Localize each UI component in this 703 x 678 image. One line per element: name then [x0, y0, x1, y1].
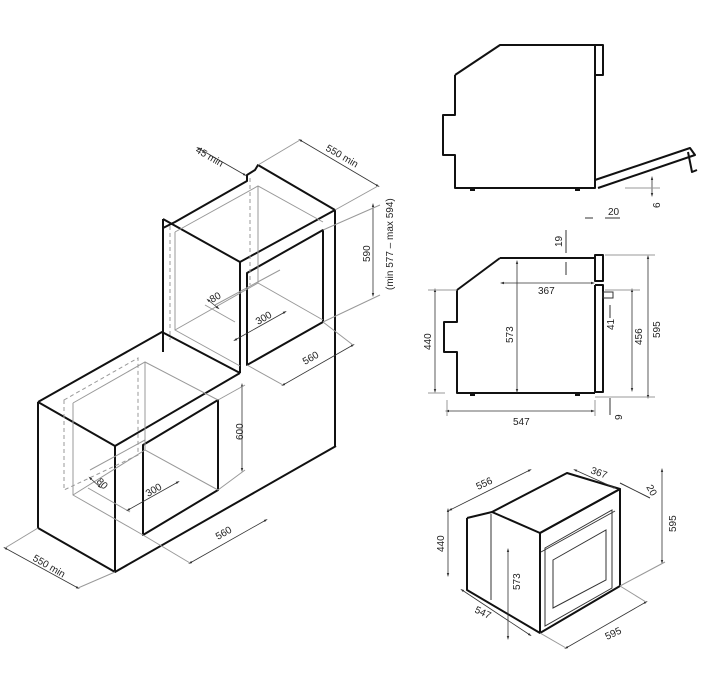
label-590: 590 — [362, 245, 373, 262]
label-573-iso: 573 — [512, 573, 523, 590]
label-440-iso: 440 — [436, 535, 447, 552]
label-456: 456 — [634, 328, 645, 345]
under-cabinet-drawing: 600 80 300 560 550 min — [3, 331, 337, 589]
label-595-iso-width: 595 — [604, 626, 624, 643]
tall-cabinet-drawing: 45 min 550 min 590 (min 577 – max 594) 8… — [162, 138, 396, 446]
label-440-side: 440 — [423, 333, 434, 350]
label-20-iso: 20 — [643, 483, 658, 499]
side-view-dimensions: 20 19 367 573 440 41 456 595 547 9 — [423, 207, 663, 428]
label-45-min: 45 min — [194, 145, 225, 170]
label-595-side: 595 — [652, 321, 663, 338]
label-300-lower: 300 — [144, 482, 164, 500]
label-547-iso: 547 — [473, 605, 493, 622]
label-550-min-lower: 550 min — [31, 553, 67, 580]
label-20-side: 20 — [608, 207, 620, 218]
side-view-open-door: 6 — [442, 44, 698, 208]
label-556: 556 — [475, 476, 495, 493]
label-80-upper: 80 — [208, 290, 224, 305]
label-80-lower: 80 — [94, 476, 110, 492]
label-6: 6 — [652, 202, 663, 208]
label-600: 600 — [235, 423, 246, 440]
label-367-iso: 367 — [589, 465, 609, 481]
label-9: 9 — [614, 414, 625, 420]
label-595-iso-height: 595 — [668, 515, 679, 532]
label-19: 19 — [554, 235, 565, 247]
label-547-side: 547 — [513, 417, 530, 428]
label-573-side: 573 — [505, 326, 516, 343]
label-367-side: 367 — [538, 286, 555, 297]
label-range-577-594: (min 577 – max 594) — [385, 198, 396, 290]
label-300-upper: 300 — [254, 310, 274, 328]
label-41: 41 — [606, 318, 617, 330]
iso-oven-view: 556 367 20 595 440 573 547 595 — [436, 465, 679, 649]
